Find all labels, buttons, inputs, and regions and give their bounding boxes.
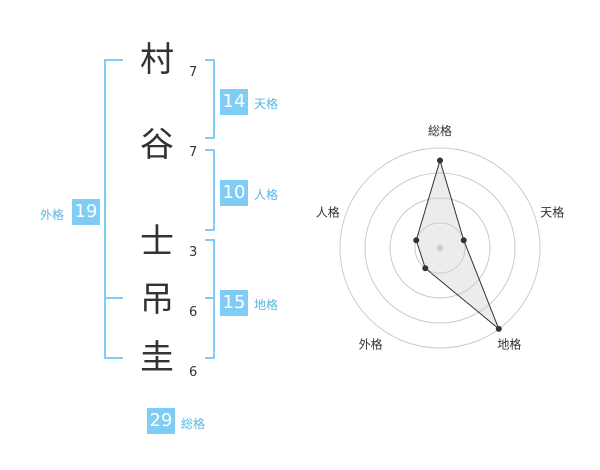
soukaku-label: 総格 xyxy=(181,417,206,431)
radar-ring-3 xyxy=(364,172,516,324)
radar-point-4 xyxy=(422,265,429,272)
name-char-2: 谷 xyxy=(140,125,174,165)
gaikaku-value: 19 xyxy=(72,199,100,225)
radar-axis-label-1: 総格 xyxy=(428,123,452,138)
radar-axis-label-5: 人格 xyxy=(316,205,340,220)
radar-area xyxy=(415,158,500,330)
chikaku-label: 地格 xyxy=(254,298,279,312)
tenkaku-bracket xyxy=(205,59,215,139)
radar-point-1 xyxy=(437,157,443,164)
radar-center-dot xyxy=(437,245,443,251)
radar-axis-label-2: 天格 xyxy=(540,205,564,220)
name-char-3: 士 xyxy=(140,222,174,262)
stroke-count-1: 7 xyxy=(189,65,198,80)
radar-ring-4 xyxy=(339,147,541,349)
chikaku-value: 15 xyxy=(220,290,248,316)
radar-ring-1 xyxy=(414,222,466,274)
tenkaku-label: 天格 xyxy=(254,97,279,111)
jinkaku-bracket xyxy=(205,149,215,231)
gaikaku-label: 外格 xyxy=(40,208,65,222)
radar-axis-label-3: 地格 xyxy=(497,336,521,351)
jinkaku-label: 人格 xyxy=(254,188,279,202)
gaikaku-bracket xyxy=(104,59,123,359)
stroke-count-5: 6 xyxy=(189,365,198,380)
stroke-count-3: 3 xyxy=(189,245,198,260)
soukaku-value: 29 xyxy=(147,408,175,434)
radar-point-3 xyxy=(495,325,502,332)
name-char-5: 圭 xyxy=(140,338,174,378)
radar-point-5 xyxy=(413,237,420,244)
jinkaku-value: 10 xyxy=(220,180,248,206)
radar-point-2 xyxy=(460,237,467,244)
name-char-1: 村 xyxy=(140,40,174,80)
radar-axis-label-4: 外格 xyxy=(359,336,383,351)
stroke-count-2: 7 xyxy=(189,145,198,160)
name-char-4: 吊 xyxy=(140,280,174,320)
radar-ring-2 xyxy=(389,197,491,299)
stroke-count-4: 6 xyxy=(189,305,198,320)
tenkaku-value: 14 xyxy=(220,89,248,115)
